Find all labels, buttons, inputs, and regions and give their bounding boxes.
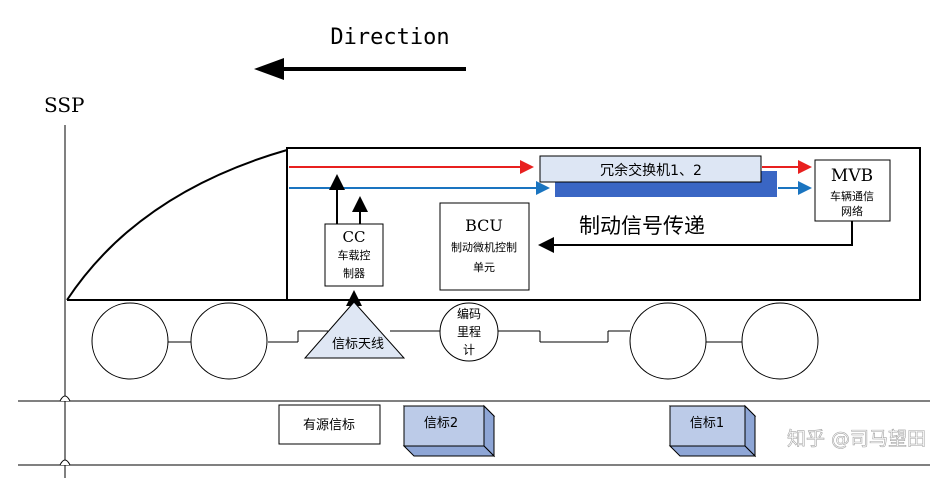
watermark: 知乎 @司马望田 bbox=[787, 428, 926, 450]
cc-line2: 制器 bbox=[343, 267, 365, 280]
mvb-line1: 车辆通信 bbox=[830, 189, 874, 203]
axis-crossing-hop-upper bbox=[59, 395, 71, 402]
cc-line1: 车载控 bbox=[338, 248, 371, 262]
active-beacon-label: 有源信标 bbox=[303, 418, 355, 433]
beacon-1 bbox=[668, 404, 757, 458]
beacon-1-label: 信标1 bbox=[690, 416, 724, 431]
beacon-2 bbox=[402, 404, 496, 458]
direction-label: Direction bbox=[330, 25, 449, 50]
active-beacon bbox=[278, 404, 381, 445]
train-nose bbox=[66, 149, 288, 301]
bcu-line1: 制动微机控制 bbox=[451, 240, 517, 254]
mvb-title: MVB bbox=[831, 166, 873, 186]
bcu-box bbox=[439, 202, 530, 291]
cc-title: CC bbox=[343, 228, 366, 246]
beacon-antenna bbox=[303, 301, 406, 359]
mvb-line2: 网络 bbox=[841, 204, 863, 218]
odometer-line3: 计 bbox=[463, 343, 475, 357]
beacon-2-label: 信标2 bbox=[424, 416, 458, 431]
train-car-box bbox=[286, 147, 921, 301]
odometer-line1: 编码 bbox=[457, 306, 481, 321]
redundant-switch-label: 冗余交换机1、2 bbox=[600, 162, 702, 179]
axis-crossing-hop-lower bbox=[59, 459, 71, 466]
ssp-label: SSP bbox=[44, 93, 85, 117]
train-body bbox=[66, 147, 921, 301]
wheel-2 bbox=[190, 302, 268, 380]
wheel-1 bbox=[91, 302, 169, 380]
wheel-4 bbox=[741, 302, 819, 380]
cc-box bbox=[324, 223, 384, 287]
brake-signal-path bbox=[538, 221, 853, 253]
beacon-antenna-label: 信标天线 bbox=[332, 337, 384, 352]
odometer bbox=[439, 302, 499, 362]
redundant-switch-box bbox=[539, 155, 762, 183]
wheel-3 bbox=[629, 302, 707, 380]
odometer-line2: 里程 bbox=[457, 324, 481, 339]
brake-signal-label: 制动信号传递 bbox=[579, 214, 705, 238]
mvb-box bbox=[814, 159, 891, 222]
direction-arrow bbox=[254, 58, 466, 80]
bcu-title: BCU bbox=[465, 216, 503, 235]
bcu-line2: 单元 bbox=[473, 261, 495, 274]
